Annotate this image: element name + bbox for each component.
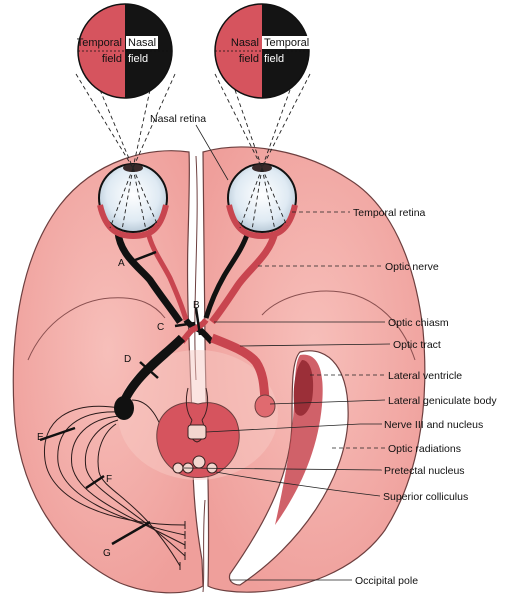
midbrain-section	[156, 402, 240, 478]
label-pretectal-nucleus: Pretectal nucleus	[384, 465, 465, 477]
label-occipital-pole: Occipital pole	[355, 575, 418, 587]
occipital-radiation-lines	[43, 405, 186, 567]
right-lateral-geniculate	[254, 394, 276, 418]
label-temporal-retina: Temporal retina	[353, 207, 426, 219]
lesion-e: E	[37, 432, 44, 443]
label-lateral-geniculate-body: Lateral geniculate body	[388, 395, 497, 407]
lesion-a: A	[118, 258, 125, 269]
left-hemisphere	[12, 150, 204, 594]
label-nasal-retina: Nasal retina	[150, 113, 206, 125]
right-optic-nerve-outer	[209, 231, 279, 325]
left-lateral-geniculate	[114, 396, 134, 420]
leader-lines	[183, 124, 391, 581]
label-optic-radiations: Optic radiations	[388, 443, 461, 455]
right-field-nasal-2: field	[239, 53, 259, 65]
lesion-b: B	[193, 300, 200, 311]
right-field-nasal-1: Nasal	[231, 37, 259, 49]
right-optic-nerve-inner	[203, 231, 251, 319]
pretectal-nucleus	[172, 462, 184, 474]
right-eye	[226, 163, 298, 240]
left-optic-nerve-outer	[114, 231, 183, 324]
left-field-temporal-1: Temporal	[77, 37, 122, 49]
right-optic-tract	[210, 333, 270, 401]
left-field-nasal-1: Nasal	[128, 37, 156, 49]
nerve-iii-nucleus	[185, 387, 209, 443]
left-eye	[97, 163, 169, 240]
lesion-marks	[39, 250, 202, 546]
lateral-ventricle	[293, 360, 314, 416]
right-visual-field: Nasal field Temporal field	[214, 3, 312, 99]
left-field-temporal-2: field	[102, 53, 122, 65]
label-lateral-ventricle: Lateral ventricle	[388, 370, 462, 382]
label-optic-tract: Optic tract	[393, 339, 441, 351]
radiation-endings	[179, 521, 186, 570]
left-visual-field: Temporal field Nasal field	[77, 3, 173, 99]
label-optic-chiasm: Optic chiasm	[388, 317, 449, 329]
label-optic-nerve: Optic nerve	[385, 261, 439, 273]
lesion-g: G	[103, 548, 111, 559]
label-superior-colliculus: Superior colliculus	[383, 491, 468, 503]
right-field-temporal-2: field	[264, 53, 284, 65]
left-field-nasal-2: field	[128, 53, 148, 65]
left-temporal-contour	[27, 297, 166, 361]
right-field-temporal-1: Temporal	[264, 37, 309, 49]
lesion-d: D	[124, 354, 131, 365]
aqueduct	[192, 455, 206, 469]
label-nerve-iii: Nerve III and nucleus	[384, 419, 483, 431]
right-temporal-contour	[261, 290, 416, 361]
lesion-c: C	[157, 322, 164, 333]
field-projection-lines	[75, 73, 311, 231]
lesion-f: F	[106, 474, 112, 485]
left-optic-nerve-inner	[145, 231, 189, 321]
red-fibers-crossing	[179, 318, 209, 344]
